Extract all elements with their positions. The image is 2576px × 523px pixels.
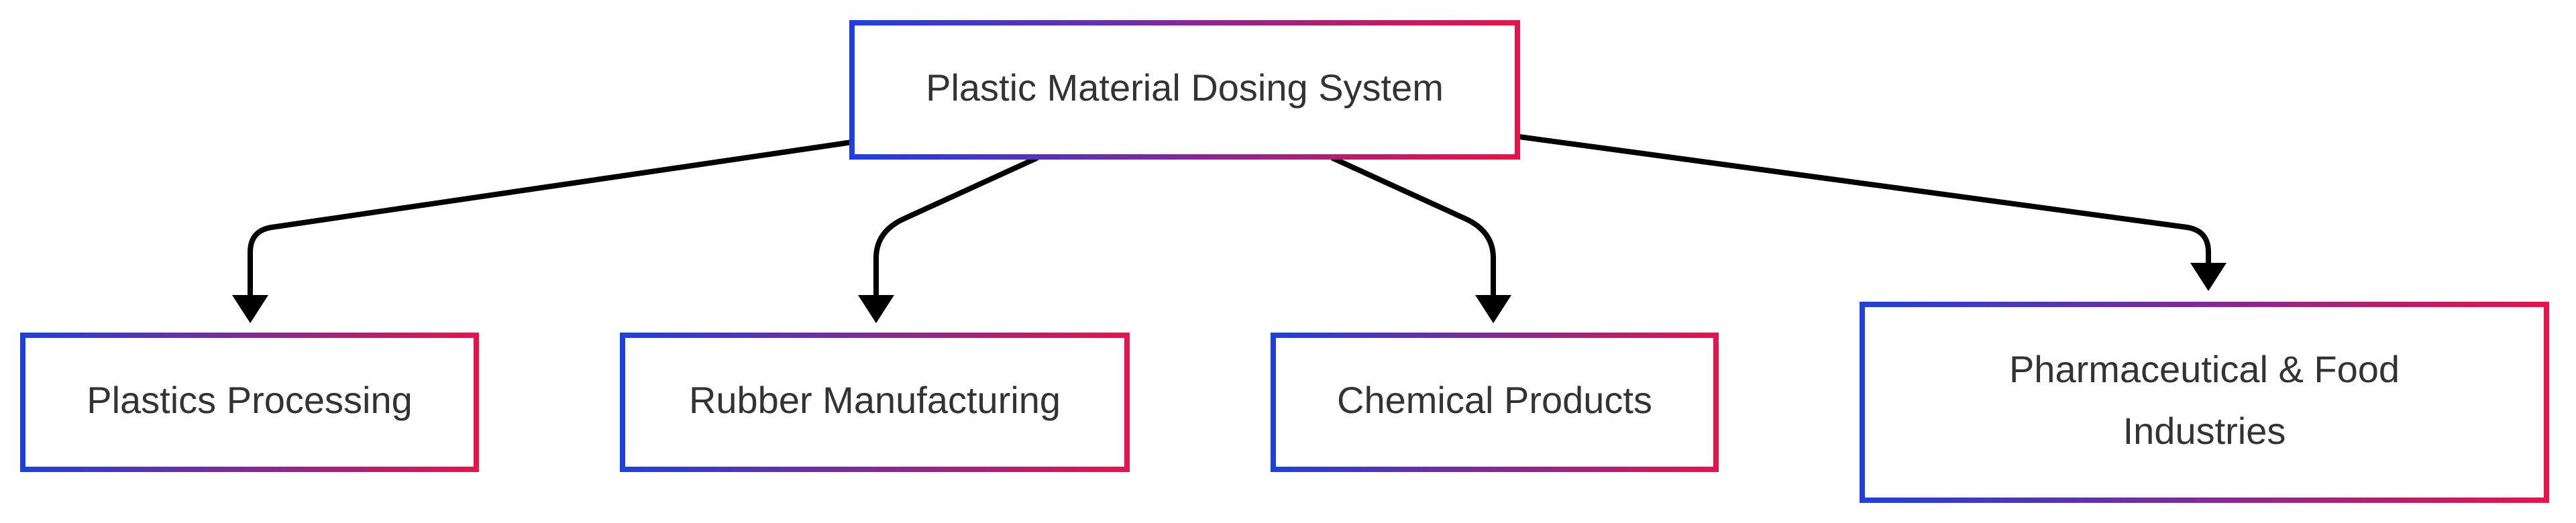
node-rubber-manufacturing-box — [620, 333, 1130, 472]
arrowheads — [232, 263, 2226, 323]
node-pharmaceutical-food-label-line2: Industries — [2123, 410, 2286, 452]
edges — [248, 134, 2211, 303]
node-root-label: Plastic Material Dosing System — [926, 66, 1444, 109]
arrowhead-plastics-processing — [232, 295, 268, 323]
node-rubber-manufacturing-label: Rubber Manufacturing — [689, 379, 1061, 421]
node-plastics-processing[interactable]: Plastics Processing — [20, 333, 479, 472]
node-root-box — [849, 20, 1520, 160]
node-chemical-products-label: Chemical Products — [1337, 379, 1652, 421]
arrowhead-pharmaceutical-food — [2190, 263, 2226, 291]
edge-root-to-rubber-manufacturing — [873, 156, 1039, 303]
edge-root-to-chemical-products — [1330, 156, 1496, 303]
node-rubber-manufacturing[interactable]: Rubber Manufacturing — [620, 333, 1130, 472]
edge-root-to-plastics-processing — [248, 139, 855, 303]
node-chemical-products[interactable]: Chemical Products — [1271, 333, 1719, 472]
node-pharmaceutical-food-label-line1: Pharmaceutical & Food — [2009, 348, 2400, 390]
edge-root-to-pharmaceutical-food — [1517, 134, 2211, 271]
node-plastics-processing-label: Plastics Processing — [87, 379, 413, 421]
node-root[interactable]: Plastic Material Dosing System — [849, 20, 1520, 160]
node-pharmaceutical-food[interactable]: Pharmaceutical & Food Industries — [1860, 302, 2549, 503]
arrowhead-chemical-products — [1475, 295, 1511, 323]
node-plastics-processing-box — [20, 333, 479, 472]
arrowhead-rubber-manufacturing — [858, 295, 894, 323]
node-pharmaceutical-food-box — [1860, 302, 2549, 503]
node-chemical-products-box — [1271, 333, 1719, 472]
